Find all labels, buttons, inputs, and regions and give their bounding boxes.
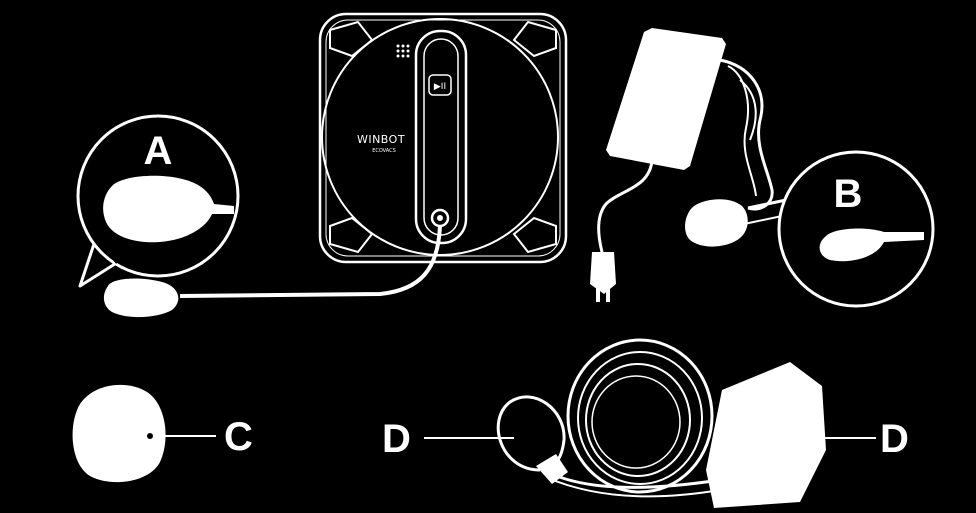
callout-a-bubble xyxy=(76,114,240,288)
label-d-right: D xyxy=(880,417,909,461)
cable-a-plug xyxy=(103,278,179,318)
callout-b-leader-lower xyxy=(743,215,783,225)
power-adapter-icon xyxy=(597,28,774,253)
cable-b-plug-detail xyxy=(819,228,924,262)
coiled-cable-icon xyxy=(496,338,721,498)
robot-sub-brand-label: ECOVACS xyxy=(372,148,396,154)
cable-d-bag xyxy=(706,362,826,508)
robot-tether-cable xyxy=(179,225,442,298)
callout-b-leader xyxy=(747,198,787,210)
label-d-left: D xyxy=(382,417,411,461)
cable-d-connector xyxy=(536,454,568,484)
label-a: A xyxy=(144,129,173,173)
pad-c-hole xyxy=(147,433,153,439)
label-c: C xyxy=(224,415,253,459)
robot-button-glyph: ▶II xyxy=(434,82,446,92)
label-b: B xyxy=(834,172,863,216)
cleaning-pad-icon xyxy=(72,384,166,483)
ac-plug-icon xyxy=(590,252,616,302)
robot-brand-label: WINBOT xyxy=(357,133,405,146)
